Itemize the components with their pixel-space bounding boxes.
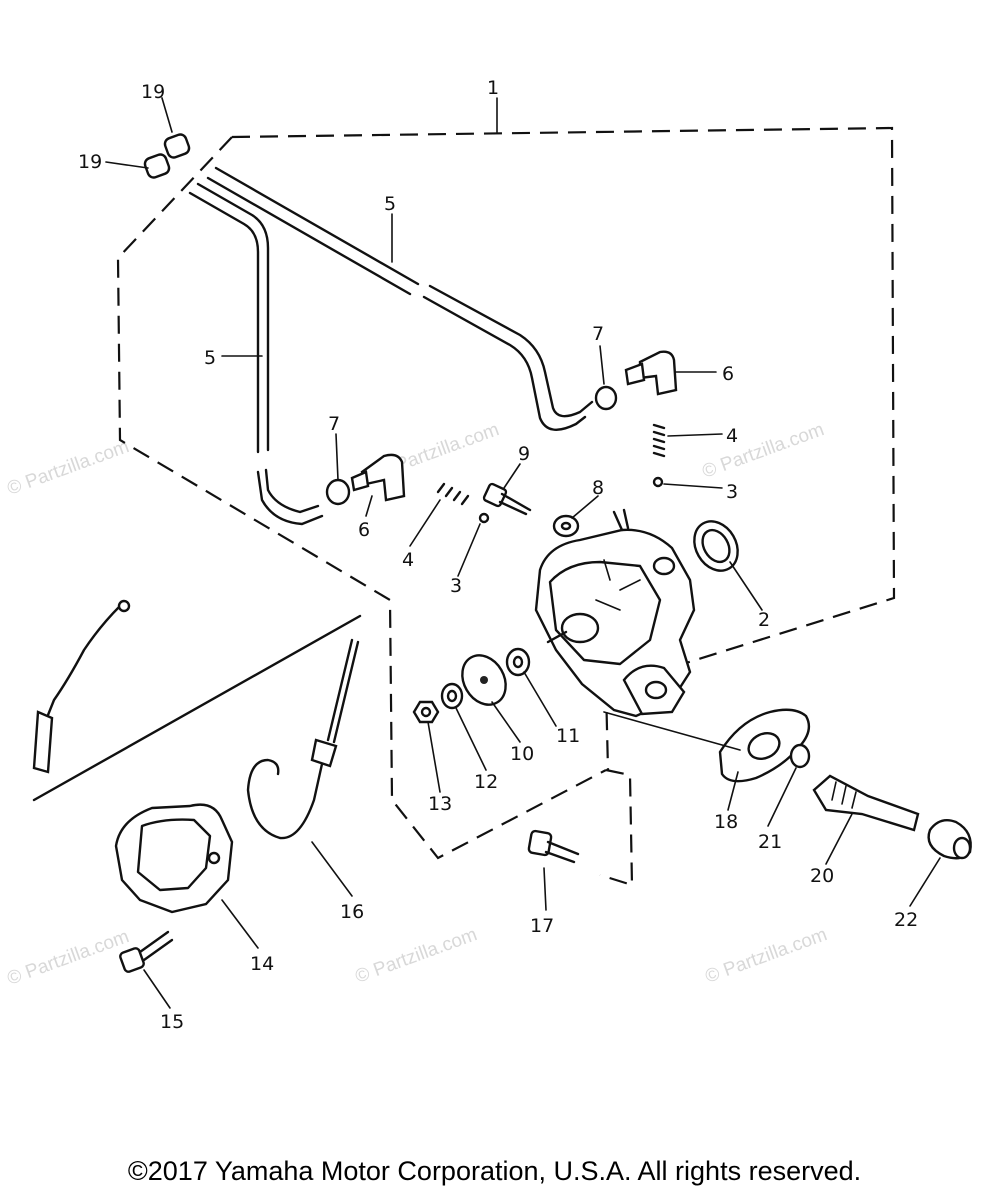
plate-10 [461,654,507,706]
callout-6: 6 [722,363,734,385]
leader-lines [105,97,941,1009]
callout-6: 6 [358,519,370,541]
callout-10: 10 [510,743,534,765]
callout-4: 4 [402,549,414,571]
watermark: © Partzilla.com [5,436,132,500]
callout-22: 22 [894,909,918,931]
callout-16: 16 [340,901,364,923]
callout-1: 1 [487,77,499,99]
callout-11: 11 [556,725,580,747]
callout-8: 8 [592,477,604,499]
callout-18: 18 [714,811,738,833]
callout-13: 13 [428,793,452,815]
watermark: © Partzilla.com [700,419,827,483]
watermark: © Partzilla.com [5,926,132,990]
pump-cover-14 [114,803,234,914]
callout-19: 19 [78,151,102,173]
callout-17: 17 [530,915,554,937]
callout-15: 15 [160,1011,184,1033]
callout-9: 9 [518,443,530,465]
assembly-outline [116,97,896,887]
bolt-9 [482,482,532,516]
callout-20: 20 [810,865,834,887]
elbow-fitting-6 [350,350,678,502]
cable-16 [246,638,360,840]
washer-8 [552,514,580,538]
cap-22 [927,819,972,860]
copyright-notice: ©2017 Yamaha Motor Corporation, U.S.A. A… [127,1156,862,1186]
oil-seal-2 [693,520,739,572]
callout-2: 2 [758,609,770,631]
gasket-18 [718,708,811,783]
callout-14: 14 [250,953,274,975]
spring-4 [436,423,666,506]
nut-13 [412,700,440,724]
pump-cable [32,599,362,802]
callout-5: 5 [384,193,396,215]
washer-11 [505,647,531,677]
watermark: © Partzilla.com [703,924,830,988]
bolt-15 [119,930,174,973]
drive-shaft-20 [812,774,920,832]
bolt-17 [527,829,580,864]
callout-19: 19 [141,81,165,103]
callout-4: 4 [726,425,738,447]
callout-12: 12 [474,771,498,793]
callout-3: 3 [450,575,462,597]
hose-5 [188,166,594,526]
washer-12 [440,682,464,710]
watermark: © Partzilla.com [353,924,480,988]
callout-5: 5 [204,347,216,369]
o-ring-21 [789,743,811,769]
clamp-19 [143,133,191,179]
callout-labels: 1 19 19 5 5 7 6 4 3 7 9 8 6 4 3 2 11 10 … [78,77,918,1033]
callout-21: 21 [758,831,782,853]
callout-7: 7 [328,413,340,435]
oil-pump-body [534,508,696,718]
callout-3: 3 [726,481,738,503]
callout-7: 7 [592,323,604,345]
clip-7 [325,385,618,506]
check-ball-3 [478,476,664,524]
